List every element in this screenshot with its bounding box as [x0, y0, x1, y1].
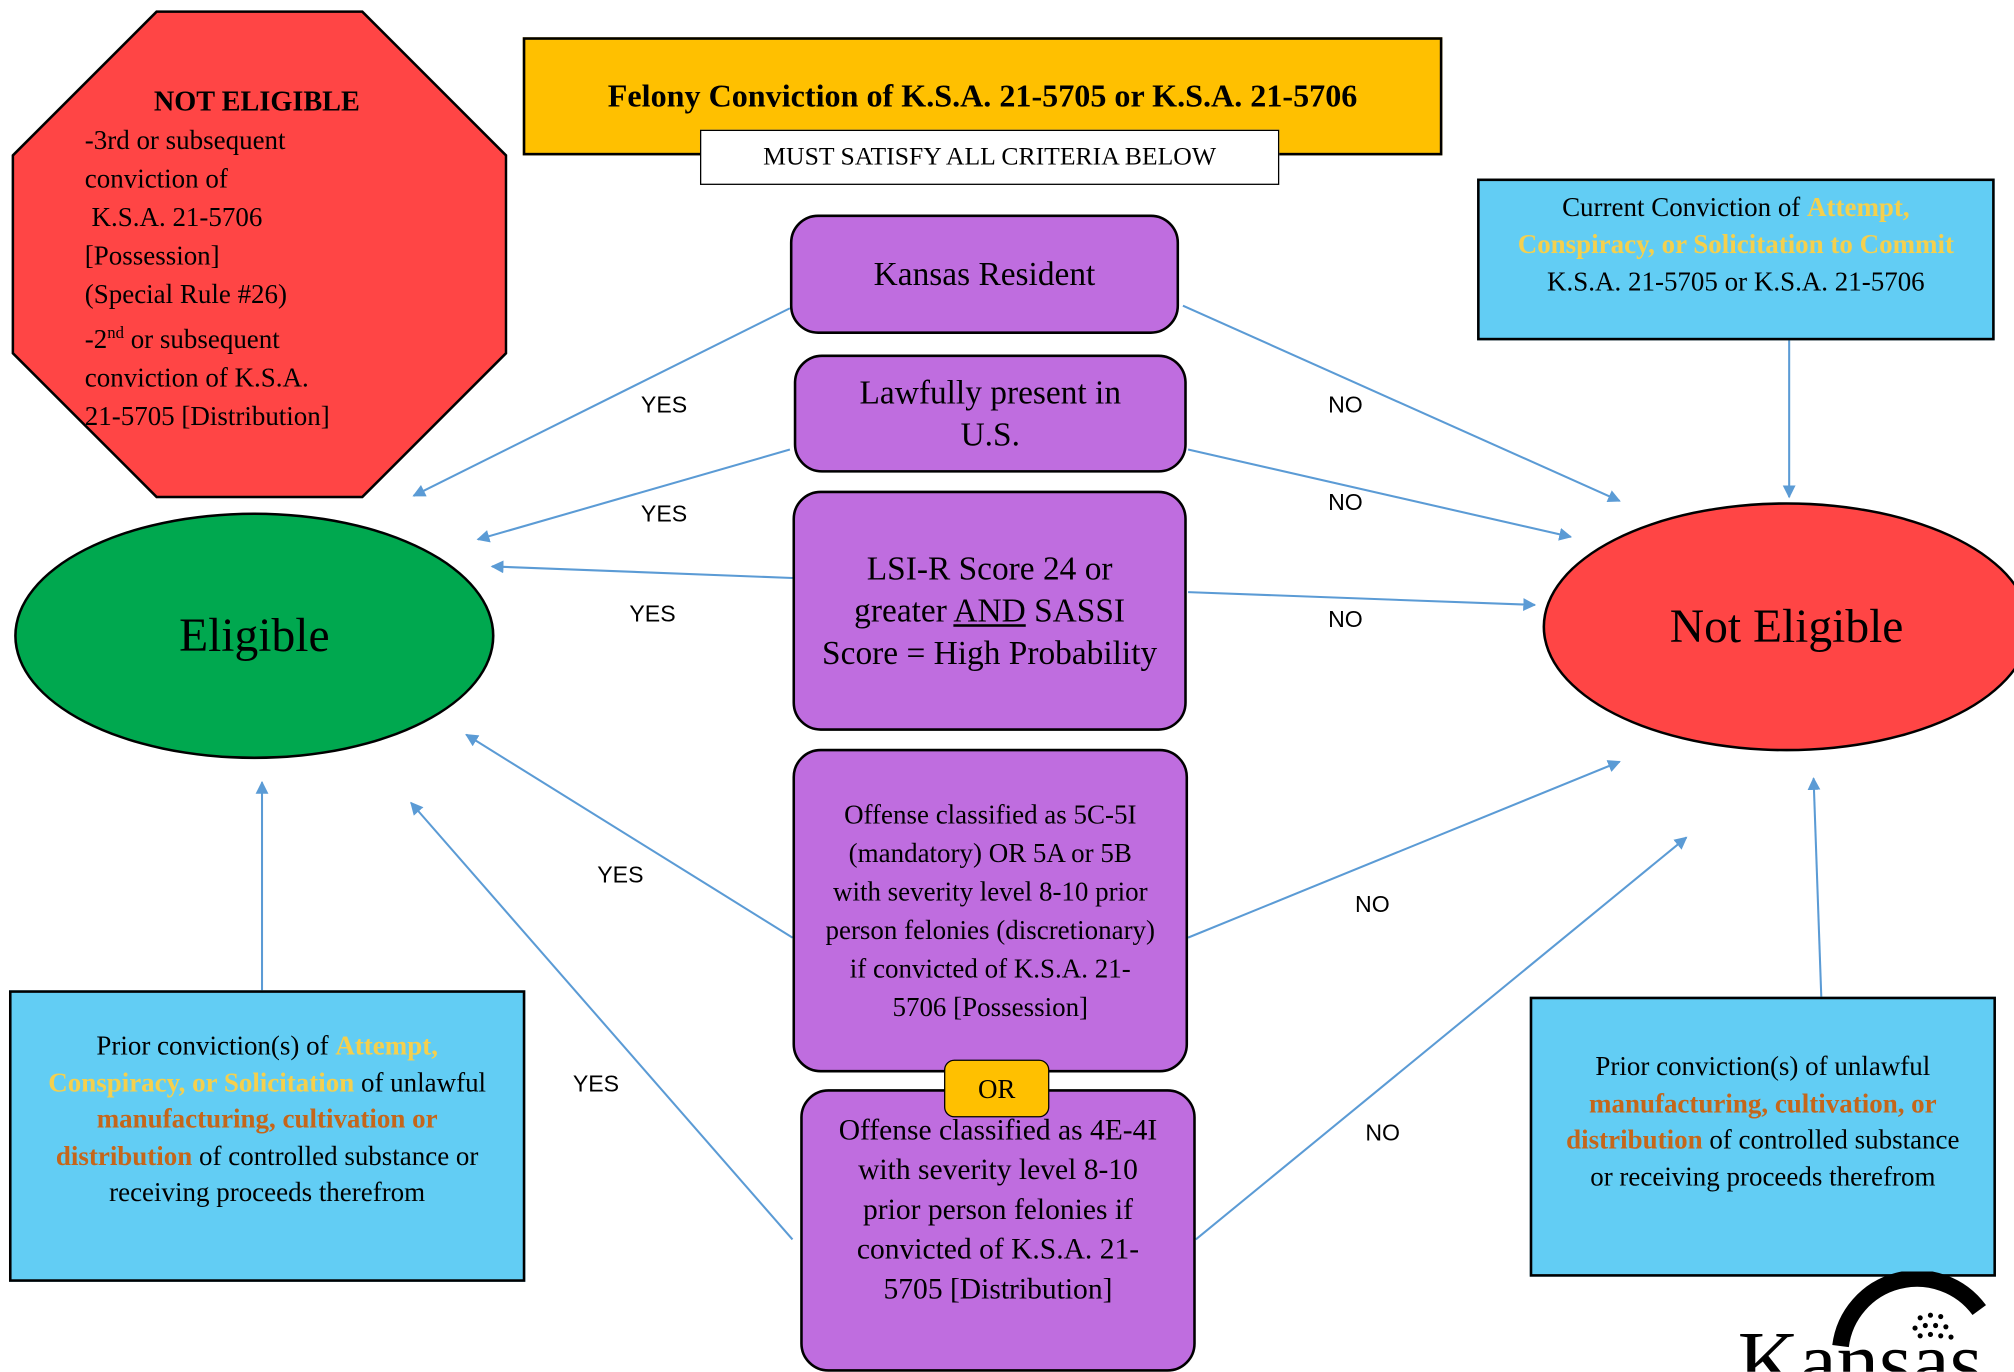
- box-text: Prior conviction(s) of: [96, 1030, 336, 1061]
- no-label-lawful: NO: [1328, 489, 1363, 516]
- sign-line: conviction of: [84, 163, 228, 194]
- or-badge-text: OR: [977, 1073, 1016, 1105]
- arrow-resident-no: [1182, 304, 1621, 503]
- sign-line: -3rd or subsequent: [84, 124, 286, 156]
- attempt-conspiracy-box: Current Conviction of Attempt, Conspirac…: [1477, 178, 1995, 341]
- lsi-text: LSI-R Score 24 or greater: [854, 549, 1113, 630]
- not-eligible-sign-text: NOT ELIGIBLE -3rd or subsequent convicti…: [85, 82, 457, 435]
- or-badge: OR: [944, 1059, 1050, 1118]
- box-text: of controlled substance or receiving pro…: [1590, 1123, 1960, 1192]
- stop-sign-shape: [11, 10, 508, 499]
- kansas-seal-icon: [1832, 1271, 1986, 1348]
- arrow-lsi-yes: [490, 560, 793, 580]
- criterion-kansas-resident: Kansas Resident: [789, 214, 1180, 334]
- no-label-lsi: NO: [1328, 606, 1363, 632]
- no-label-resident: NO: [1328, 391, 1363, 418]
- criterion-lsi-sassi: LSI-R Score 24 or greater AND SASSI Scor…: [792, 490, 1187, 731]
- arrow-lawful-no: [1187, 448, 1573, 541]
- box-highlight: Attempt, Conspiracy, or Solicitation to …: [1517, 191, 1955, 260]
- criterion-text: Offense classified as 5C-5I (mandatory) …: [825, 798, 1156, 1023]
- sign-line: -2nd or subsequent: [85, 313, 457, 358]
- yes-label-lawful: YES: [640, 500, 688, 527]
- criterion-text: Kansas Resident: [873, 254, 1096, 293]
- eligible-outcome: Eligible: [14, 512, 495, 760]
- box-text: K.S.A. 21-5705 or K.S.A. 21-5706: [1547, 265, 1925, 297]
- sign-line: 21-5705 [Distribution]: [84, 400, 330, 432]
- box-text: Prior conviction(s) of unlawful: [1595, 1050, 1931, 1082]
- arrow-lawful-yes: [476, 448, 791, 543]
- header-subtitle-box: MUST SATISFY ALL CRITERIA BELOW: [699, 129, 1280, 185]
- sign-line-text: -2: [84, 323, 108, 355]
- criterion-distribution-offense: Offense classified as 4E-4I with severit…: [800, 1089, 1196, 1372]
- arrow-possession-no: [1187, 760, 1621, 939]
- yes-label-possession: YES: [597, 861, 644, 888]
- header-subtitle: MUST SATISFY ALL CRITERIA BELOW: [763, 142, 1217, 171]
- not-eligible-sign-title: NOT ELIGIBLE: [153, 84, 360, 117]
- sign-line: conviction of K.S.A.: [84, 362, 309, 394]
- eligible-label: Eligible: [179, 609, 330, 663]
- prior-conviction-right-box: Prior conviction(s) of unlawful manufact…: [1529, 996, 1996, 1277]
- no-label-possession: NO: [1355, 891, 1390, 918]
- sassi-text: SASSI Score = High Probability: [822, 592, 1158, 672]
- arrow-possession-yes: [465, 733, 794, 939]
- kansas-logo-word: Kansas: [1737, 1315, 1983, 1372]
- ordinal-suffix: nd: [107, 322, 124, 342]
- lsi-and: AND: [953, 592, 1026, 630]
- arrow-distribution-no: [1195, 836, 1688, 1241]
- criterion-text: LSI-R Score 24 or greater AND SASSI Scor…: [821, 547, 1159, 674]
- criterion-possession-offense: Offense classified as 5C-5I (mandatory) …: [792, 748, 1189, 1073]
- box-highlight: manufacturing, cultivation or distributi…: [55, 1103, 438, 1171]
- not-eligible-label: Not Eligible: [1669, 600, 1904, 654]
- criterion-text: Lawfully present in U.S.: [859, 373, 1122, 454]
- no-label-distribution: NO: [1365, 1119, 1400, 1146]
- prior-conviction-left-box: Prior conviction(s) of Attempt, Conspira…: [8, 990, 526, 1282]
- yes-label-distribution: YES: [572, 1071, 620, 1097]
- yes-label-lsi: YES: [629, 601, 676, 627]
- kansas-logo: Kansas: [1728, 1271, 2014, 1372]
- yes-label-resident: YES: [640, 391, 688, 418]
- box-text: of controlled substance or receiving pro…: [109, 1139, 479, 1208]
- sign-line: [Possession]: [84, 240, 220, 272]
- arrow-prior-right: [1807, 777, 1823, 997]
- arrow-resident-yes: [412, 307, 791, 497]
- criterion-text: Offense classified as 4E-4I with severit…: [838, 1113, 1158, 1305]
- box-text: of unlawful: [354, 1066, 487, 1098]
- criterion-lawfully-present: Lawfully present in U.S.: [793, 354, 1187, 473]
- box-text: Current Conviction of: [1562, 191, 1808, 223]
- arrow-lsi-no: [1188, 591, 1537, 611]
- arrow-distribution-yes: [410, 801, 794, 1241]
- box-highlight: manufacturing, cultivation, or distribut…: [1566, 1087, 1937, 1155]
- not-eligible-outcome: Not Eligible: [1542, 502, 2014, 752]
- sign-line-text: or subsequent: [123, 323, 280, 355]
- box-highlight: Attempt, Conspiracy, or Solicitation: [48, 1030, 438, 1098]
- sign-line: (Special Rule #26): [84, 278, 288, 310]
- header-title: Felony Conviction of K.S.A. 21-5705 or K…: [607, 79, 1358, 115]
- sign-line: K.S.A. 21-5706: [84, 201, 263, 233]
